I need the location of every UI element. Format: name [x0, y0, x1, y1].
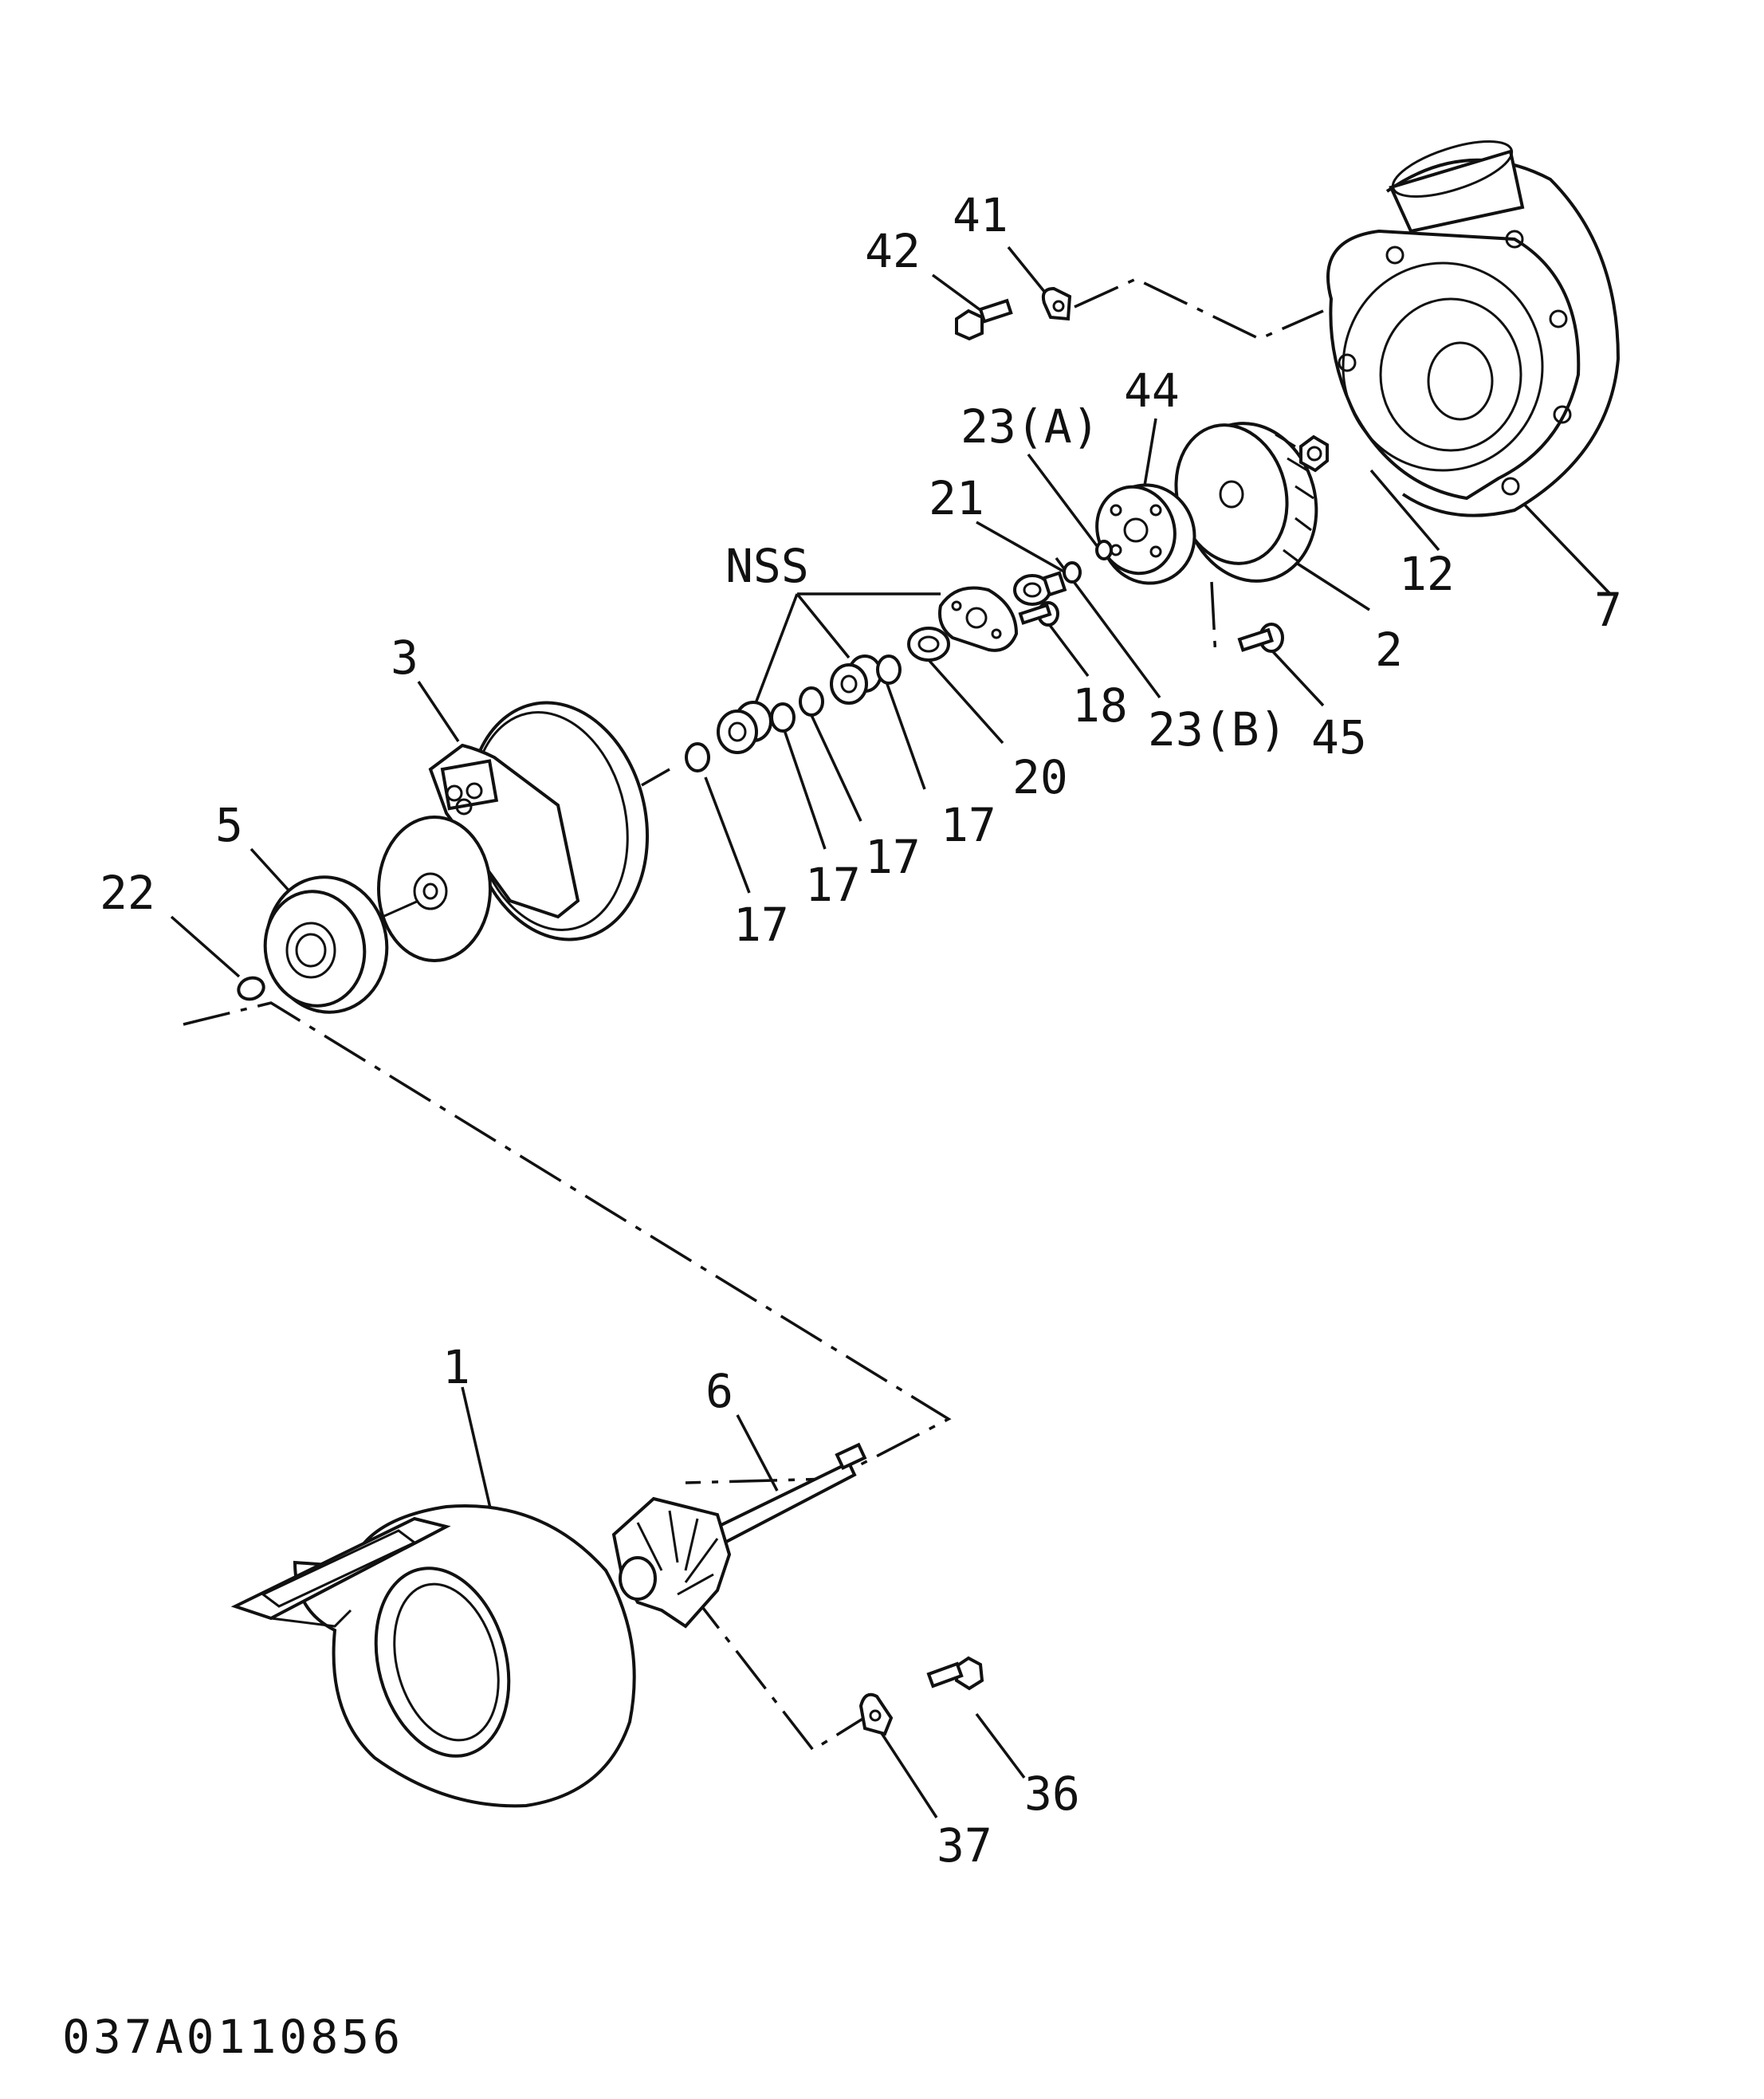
turbine-housing — [230, 1504, 636, 1808]
compressor-wheel — [1174, 422, 1318, 583]
callout-1: 1 — [442, 1340, 470, 1394]
snap-ring-17-b — [770, 702, 796, 733]
lock-plate — [1041, 286, 1072, 321]
thrust-washer — [907, 627, 950, 662]
snap-ring-17-c — [799, 686, 824, 717]
bearing-housing — [377, 701, 650, 962]
lock-plate-37-hole — [869, 1709, 882, 1722]
callout-44: 44 — [1124, 364, 1180, 418]
bolt-45 — [1237, 623, 1284, 653]
thrust-bearing — [938, 586, 1019, 652]
callout-6: 6 — [705, 1364, 733, 1418]
journal-bearing-right — [830, 654, 882, 705]
lock-plate-37 — [858, 1692, 894, 1736]
o-ring-23b — [1063, 561, 1082, 584]
callout-12: 12 — [1399, 547, 1455, 601]
screw-18 — [1018, 601, 1059, 627]
callout-17-a: 17 — [733, 898, 789, 952]
callout-3: 3 — [391, 631, 418, 685]
callout-42: 42 — [865, 224, 921, 278]
callout-36: 36 — [1024, 1767, 1080, 1821]
leader-lines — [170, 246, 1612, 1818]
callout-45: 45 — [1311, 710, 1367, 765]
callout-7: 7 — [1594, 583, 1622, 637]
callout-17-b: 17 — [805, 858, 861, 912]
drawing-code: 037A0110856 — [62, 2010, 403, 2064]
snap-ring-17-d — [876, 654, 902, 685]
journal-bearing-left — [717, 701, 772, 754]
callout-18: 18 — [1072, 678, 1128, 733]
bolt-36 — [926, 1656, 984, 1691]
callout-41: 41 — [953, 188, 1008, 242]
callout-23b: 23(B) — [1148, 702, 1287, 757]
o-ring-23a — [1095, 540, 1113, 560]
snap-ring-17-a — [685, 742, 710, 772]
seal-plate — [1095, 483, 1196, 585]
compressor-housing — [1326, 140, 1621, 517]
heat-shield — [263, 875, 389, 1014]
callout-17-d: 17 — [941, 798, 996, 852]
piston-ring — [237, 976, 265, 1001]
nut — [1299, 434, 1329, 473]
lock-plate-hole — [1052, 300, 1065, 312]
bolt-42 — [955, 298, 1013, 341]
callout-5: 5 — [215, 798, 243, 852]
callout-21: 21 — [929, 471, 984, 525]
callout-22: 22 — [100, 866, 155, 920]
callout-23a: 23(A) — [961, 399, 1100, 454]
thrust-sleeve — [1013, 571, 1067, 606]
callout-labels: 41 42 44 23(A) 21 NSS 12 7 2 18 23(B) 45… — [100, 188, 1622, 1873]
callout-nss: NSS — [725, 539, 809, 593]
callout-37: 37 — [937, 1818, 992, 1873]
callout-2: 2 — [1375, 623, 1403, 677]
turbine-shaft — [611, 1442, 867, 1629]
callout-17-c: 17 — [865, 830, 921, 884]
callout-20: 20 — [1012, 750, 1068, 804]
